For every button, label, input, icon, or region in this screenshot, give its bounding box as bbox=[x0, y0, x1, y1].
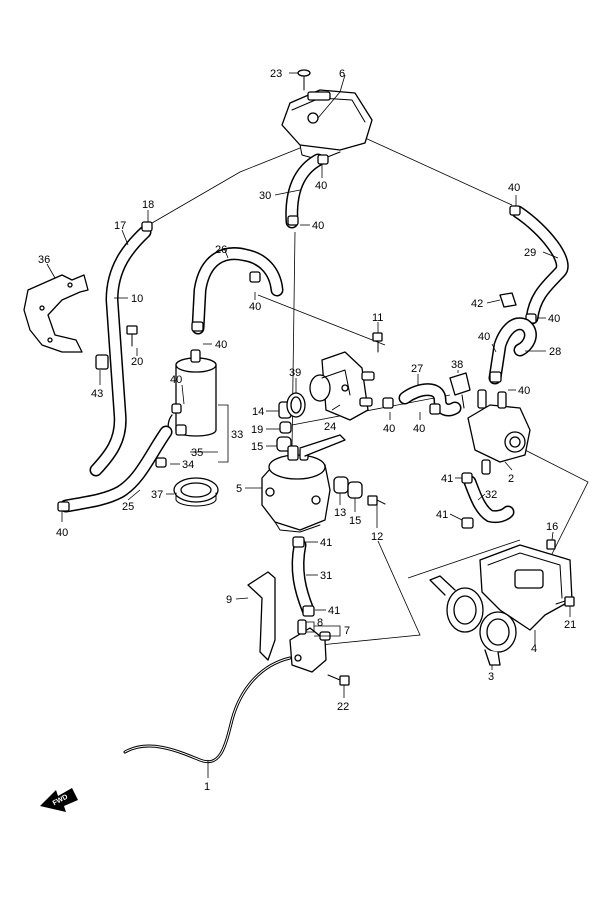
part-15b-cushion bbox=[347, 481, 363, 499]
callout-40: 40 bbox=[215, 339, 227, 351]
part-28-hose bbox=[488, 317, 537, 385]
part-11-bolt bbox=[372, 332, 383, 353]
part-29-hose bbox=[509, 205, 569, 325]
callout-2: 2 bbox=[508, 473, 514, 485]
callout-41: 41 bbox=[328, 605, 340, 617]
callout-16: 16 bbox=[546, 521, 558, 533]
part-37-clamp-ring bbox=[173, 477, 219, 507]
callout-40: 40 bbox=[170, 374, 182, 386]
callout-40: 40 bbox=[315, 180, 327, 192]
part-33-fuel-filter bbox=[167, 349, 217, 437]
part-26-hose bbox=[191, 247, 284, 335]
clamp-40-icon bbox=[287, 154, 329, 226]
part-24-fuel-pump bbox=[309, 351, 375, 421]
callout-11: 11 bbox=[372, 312, 383, 324]
callout-13: 13 bbox=[334, 507, 346, 519]
callout-38: 38 bbox=[451, 359, 463, 371]
callout-40: 40 bbox=[312, 220, 324, 232]
callout-37: 37 bbox=[151, 489, 163, 501]
callout-41: 41 bbox=[436, 509, 448, 521]
part-4-housing bbox=[479, 544, 573, 631]
part-21-bolt bbox=[555, 596, 575, 607]
callout-10: 10 bbox=[131, 293, 143, 305]
callout-40: 40 bbox=[383, 423, 395, 435]
callout-33: 33 bbox=[231, 429, 243, 441]
callout-30: 30 bbox=[259, 190, 271, 202]
part-9-bracket bbox=[247, 571, 276, 661]
part-3-throttle-body bbox=[429, 575, 517, 666]
callout-22: 22 bbox=[337, 701, 349, 713]
part-5-vapor-separator bbox=[261, 434, 346, 533]
callout-39: 39 bbox=[289, 367, 301, 379]
part-30-hose bbox=[285, 153, 325, 229]
part-36-bracket bbox=[23, 274, 89, 353]
callout-31: 31 bbox=[320, 570, 332, 582]
callout-12: 12 bbox=[371, 531, 383, 543]
part-23-screw bbox=[297, 69, 311, 91]
part-10-17-hose bbox=[89, 221, 153, 477]
part-38-sensor bbox=[449, 372, 471, 409]
part-39-o-ring bbox=[286, 392, 306, 418]
callout-40: 40 bbox=[478, 331, 490, 343]
callout-18: 18 bbox=[142, 199, 154, 211]
part-13-cushion bbox=[333, 476, 349, 494]
callout-40: 40 bbox=[548, 313, 560, 325]
callout-15: 15 bbox=[251, 441, 263, 453]
callout-17: 17 bbox=[114, 220, 126, 232]
callout-41: 41 bbox=[320, 537, 332, 549]
callout-32: 32 bbox=[485, 489, 497, 501]
callout-29: 29 bbox=[524, 247, 536, 259]
assembly-guide-lines bbox=[139, 131, 589, 646]
callout-9: 9 bbox=[226, 594, 232, 606]
callout-27: 27 bbox=[411, 363, 423, 375]
callout-40: 40 bbox=[413, 423, 425, 435]
callout-1: 1 bbox=[204, 781, 210, 793]
part-12-bolt bbox=[367, 495, 386, 506]
callout-34: 34 bbox=[182, 459, 194, 471]
part-32-hose bbox=[461, 472, 515, 529]
part-25-hose bbox=[57, 425, 173, 513]
part-6-top-module bbox=[281, 89, 373, 161]
callout-40: 40 bbox=[518, 385, 530, 397]
part-16-bolt bbox=[546, 539, 556, 550]
callout-3: 3 bbox=[488, 671, 494, 683]
callout-5: 5 bbox=[236, 483, 242, 495]
callout-6: 6 bbox=[339, 68, 345, 80]
callout-28: 28 bbox=[549, 346, 561, 358]
part-42-clip bbox=[499, 292, 517, 308]
part-8-pressure-regulator bbox=[289, 619, 331, 673]
callout-23: 23 bbox=[270, 68, 282, 80]
callout-41: 41 bbox=[441, 473, 453, 485]
part-1-fuel-pipe bbox=[123, 656, 292, 764]
callout-19: 19 bbox=[251, 424, 263, 436]
callout-15: 15 bbox=[349, 515, 361, 527]
part-43-nut bbox=[95, 354, 109, 370]
callout-40: 40 bbox=[508, 182, 520, 194]
callout-leader-lines bbox=[46, 72, 571, 778]
callout-8: 8 bbox=[317, 617, 323, 629]
callout-26: 26 bbox=[215, 244, 227, 256]
fwd-arrow-icon: FWD bbox=[40, 788, 78, 812]
part-2-fuel-rail-unit bbox=[467, 389, 531, 475]
callout-14: 14 bbox=[252, 406, 264, 418]
part-22-bolt bbox=[327, 674, 350, 686]
callout-20: 20 bbox=[131, 356, 143, 368]
callout-42: 42 bbox=[471, 298, 483, 310]
callout-43: 43 bbox=[91, 388, 103, 400]
part-27-hose bbox=[382, 383, 462, 417]
part-20-bolt bbox=[126, 325, 138, 347]
callout-35: 35 bbox=[191, 447, 203, 459]
part-31-hose bbox=[291, 536, 315, 617]
callout-40: 40 bbox=[249, 301, 261, 313]
callout-7: 7 bbox=[344, 625, 350, 637]
callout-25: 25 bbox=[122, 501, 134, 513]
callout-36: 36 bbox=[38, 254, 50, 266]
callout-labels: 23 6 40 30 40 18 17 40 29 26 36 10 42 40… bbox=[38, 68, 576, 793]
callout-21: 21 bbox=[564, 619, 576, 631]
callout-4: 4 bbox=[531, 643, 537, 655]
callout-40: 40 bbox=[56, 527, 68, 539]
callout-24: 24 bbox=[324, 421, 336, 433]
part-19-grommet bbox=[279, 421, 292, 434]
